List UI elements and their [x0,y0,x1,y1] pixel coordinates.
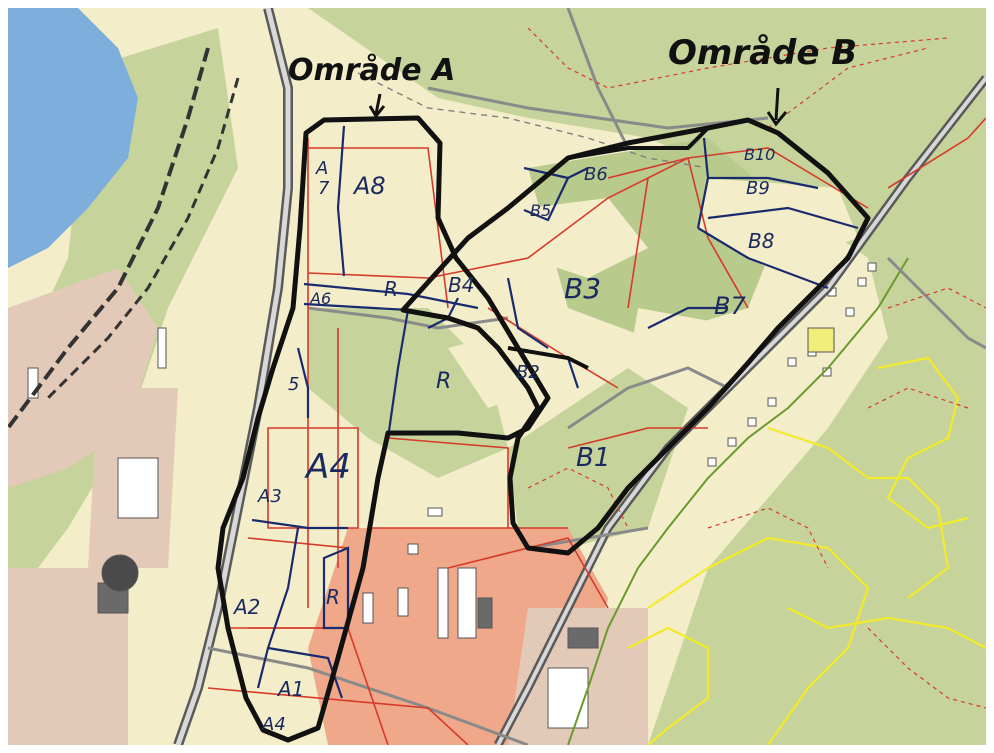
zone-b3[interactable]: B3 [564,272,601,305]
lake [8,8,138,268]
housing-block [707,262,877,467]
zone-b5[interactable]: B5 [530,201,551,220]
railway-2 [46,77,240,400]
zone-a7-letter: A [315,158,328,179]
area-b-boundary[interactable] [400,117,871,556]
zone-a8[interactable]: A8 [352,172,386,200]
zone-a2[interactable]: A2 [232,595,260,619]
yellow-trails [627,356,986,745]
zone-a6[interactable]: A6 [309,289,331,308]
zone-a4-main[interactable]: A4 [304,447,351,487]
zone-b6[interactable]: B6 [584,164,608,185]
zone-a7-number: 7 [318,178,330,199]
area-divider [567,126,710,160]
zone-a4-bottom[interactable]: A4 [261,714,286,735]
zone-r2[interactable]: R [436,369,451,394]
open-patches [448,178,858,408]
b2-divider [507,346,589,370]
orienteering-map[interactable]: Område A Område B A8 A 7 A6 R 5 R A4 A3 … [8,8,986,745]
heading-arrows [368,87,788,127]
area-a-boundary[interactable] [215,115,551,743]
grey-dashed-path [347,67,709,169]
zone-a7[interactable]: A 7 [315,158,334,199]
zone-b1[interactable]: B1 [576,443,610,473]
zone-a3[interactable]: A3 [257,486,282,507]
zone-b2[interactable]: B2 [516,362,540,383]
red-dashed-trails [527,27,986,709]
zone-b4[interactable]: B4 [448,273,474,297]
zone-r1[interactable]: R [384,277,398,301]
zone-a1[interactable]: A1 [276,677,304,701]
railway [8,47,210,430]
highway-west-core [175,8,291,745]
zone-b9[interactable]: B9 [746,178,770,199]
zone-b7[interactable]: B7 [714,292,746,320]
zone-subdivisions [251,125,859,699]
green-boundary [567,257,909,745]
zone-a5[interactable]: 5 [288,374,299,395]
zone-r3[interactable]: R [326,585,340,609]
zone-b8[interactable]: B8 [748,229,774,253]
zone-b10[interactable]: B10 [744,145,775,164]
zone-labels: A8 A 7 A6 R 5 R A4 A3 A2 R A1 A4 B4 B5 B… [232,145,775,735]
heading-area-a: Område A [288,53,455,88]
heading-area-b: Område B [668,33,857,73]
buildings [27,327,599,729]
